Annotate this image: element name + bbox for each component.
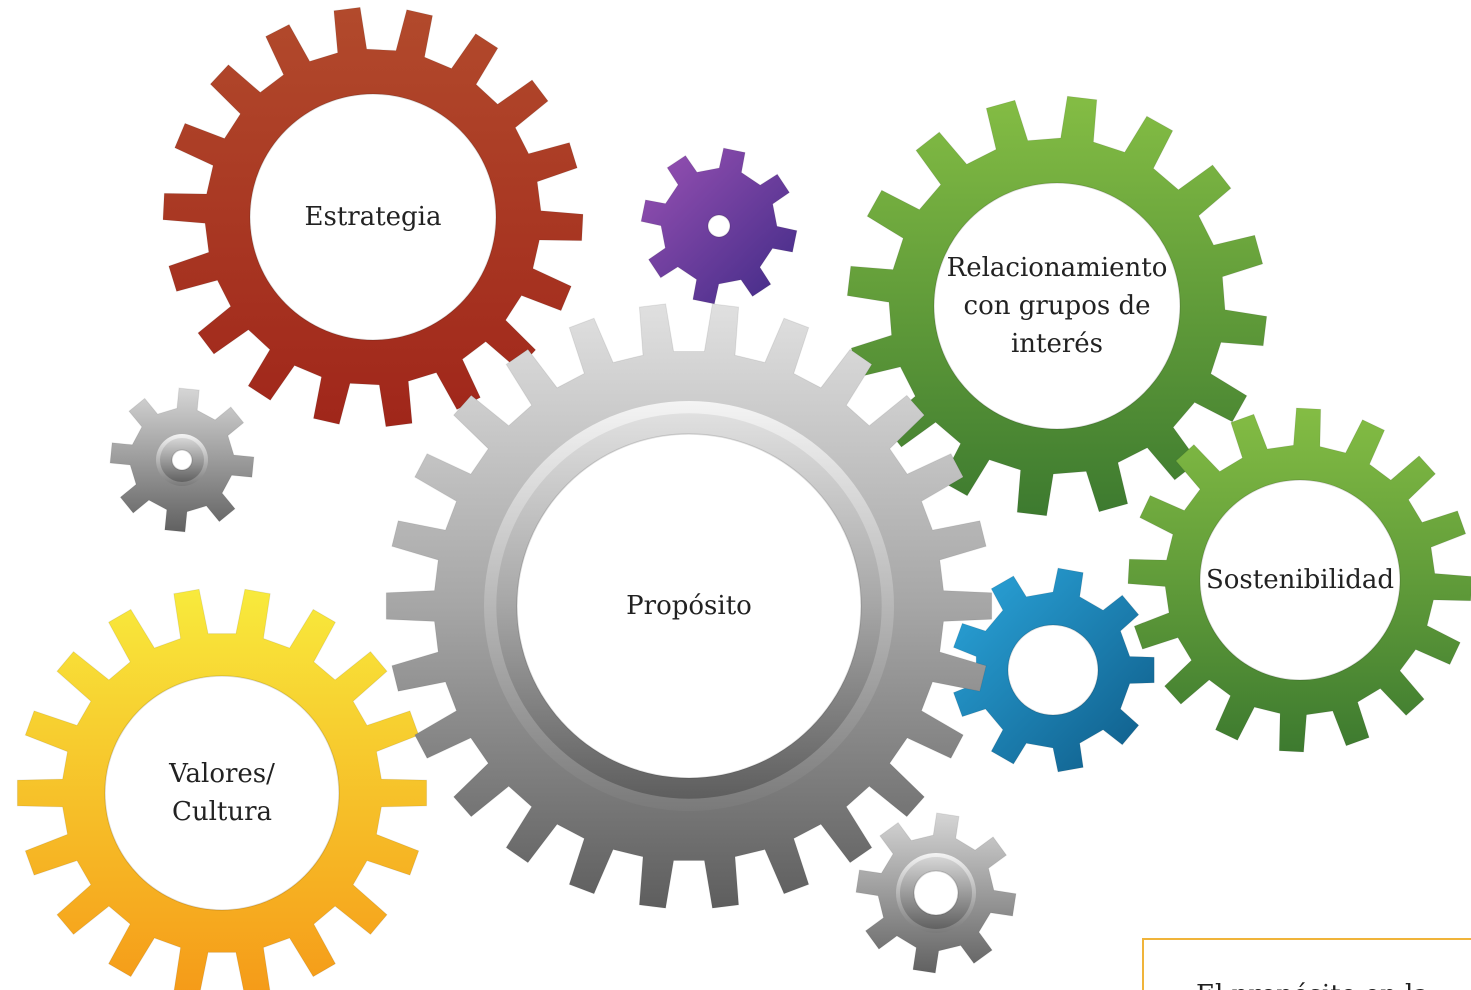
gear-label-estrategia: Estrategia [305, 198, 442, 236]
gear-label-line: Estrategia [304, 202, 442, 232]
note-text: El propósito en la... [1196, 980, 1454, 990]
gear-label-line: Sostenibilidad [1205, 565, 1395, 595]
gear-estrategia-icon [162, 6, 584, 428]
gear-proposito-icon [385, 303, 993, 909]
gear-blue-icon [952, 567, 1155, 773]
gear-label-line: Relacionamiento [946, 253, 1168, 283]
note-box: El propósito en la... [1142, 938, 1471, 990]
gear-relacionamiento-icon [846, 95, 1268, 517]
gear-small-grey-icon [109, 387, 255, 533]
gear-bottom-grey-icon [855, 812, 1017, 974]
gear-sostenibilidad-icon [1127, 407, 1471, 753]
gear-label-line: con grupos de [963, 291, 1151, 321]
gear-label-sostenibilidad: Sostenibilidad [1206, 561, 1394, 599]
gear-label-proposito: Propósito [626, 587, 752, 625]
gear-purple-icon [640, 147, 798, 305]
gear-label-line: interés [1010, 329, 1104, 359]
gear-label-line: Cultura [171, 797, 273, 827]
gear-valores-icon [16, 588, 428, 990]
gear-label-line: Valores/ [169, 759, 275, 789]
gear-label-relacionamiento: Relacionamiento con grupos de interés [947, 249, 1168, 363]
gear-label-valores-cultura: Valores/Cultura [169, 755, 275, 831]
gear-label-line: Propósito [626, 591, 752, 621]
